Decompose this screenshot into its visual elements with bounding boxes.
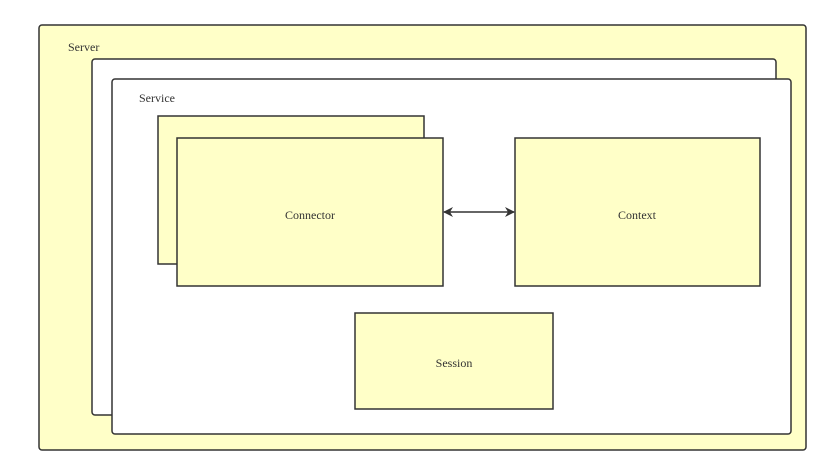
connector-label: Connector	[285, 208, 335, 222]
context-label: Context	[618, 208, 657, 222]
service-label: Service	[139, 91, 175, 105]
server-label: Server	[68, 40, 99, 54]
context-box	[514, 137, 761, 287]
connector-box	[176, 137, 444, 287]
session-label: Session	[436, 356, 473, 370]
session-box	[354, 312, 554, 410]
